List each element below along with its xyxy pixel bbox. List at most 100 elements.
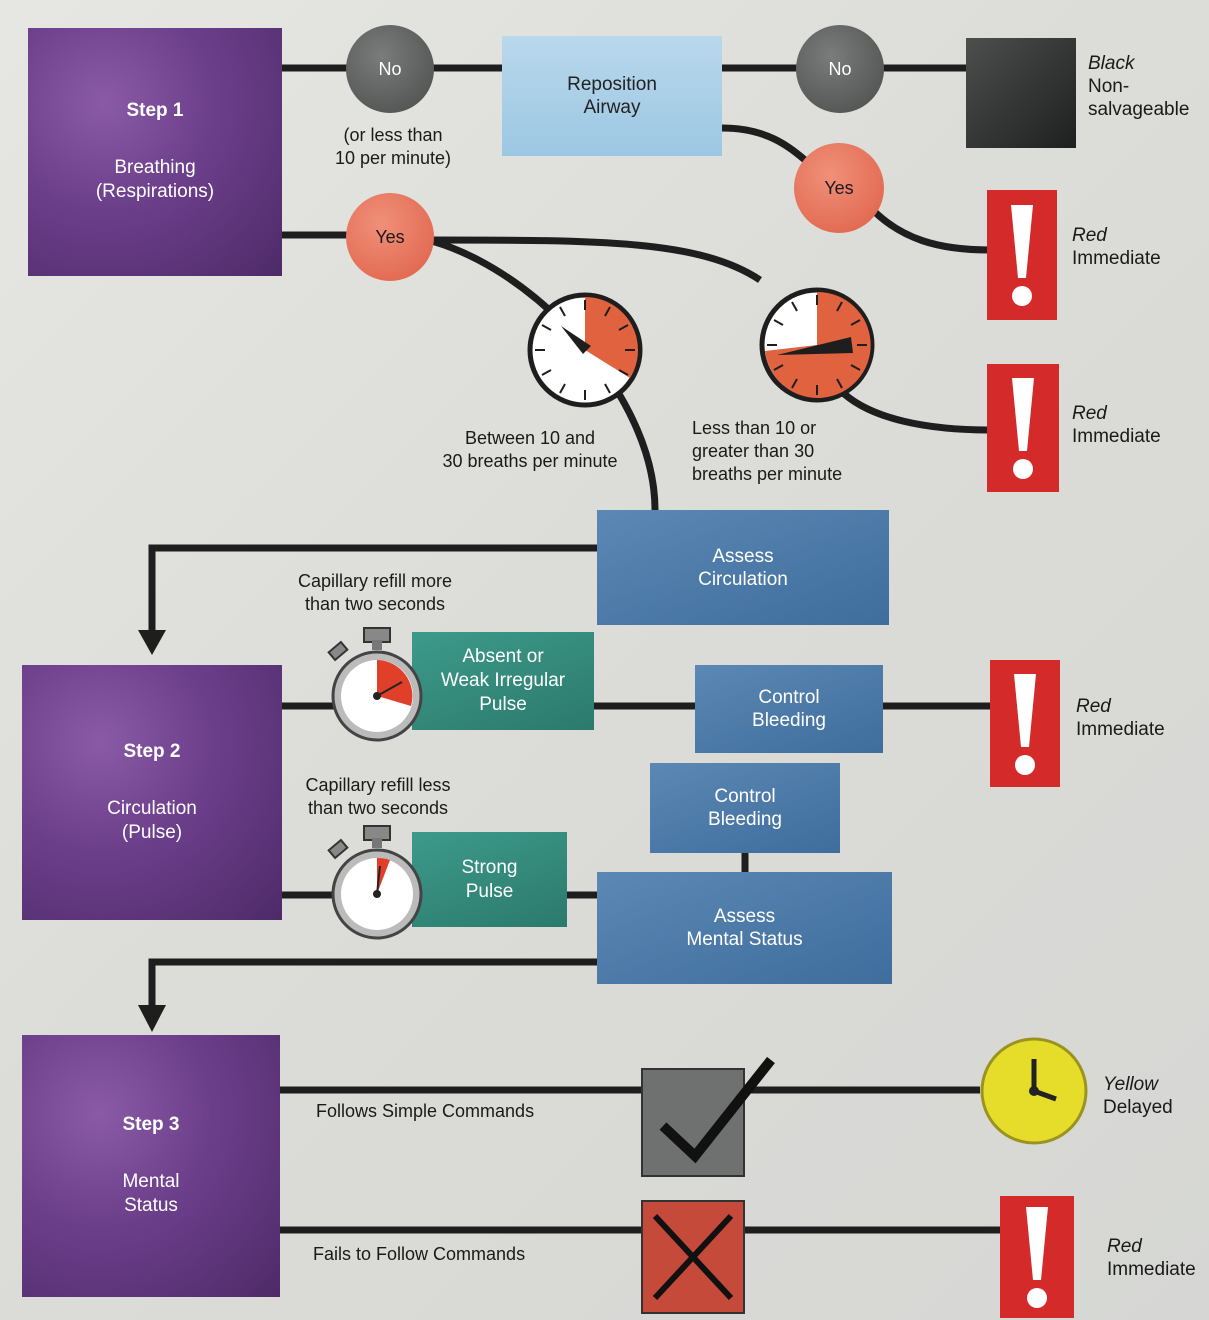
absent-line2: Weak Irregular: [440, 670, 566, 691]
step2-box: Step 2 Circulation (Pulse): [22, 665, 282, 920]
exclamation-icon: [1026, 1207, 1048, 1308]
cap-more-line1: Capillary refill more: [297, 571, 453, 591]
red-label-2-line2: Immediate: [1072, 426, 1161, 447]
assess-mental-line1: Assess: [713, 906, 776, 927]
red-tag-3: [990, 660, 1060, 787]
line-mental-step3: [148, 958, 597, 1022]
yellow-label-line2: Delayed: [1103, 1097, 1173, 1118]
cap-less-line2: than two seconds: [307, 798, 449, 818]
red-label-4-line2: Immediate: [1107, 1259, 1196, 1280]
red-label-1-line1: Red: [1072, 225, 1107, 246]
between-line2: 30 breaths per minute: [442, 451, 618, 471]
no-note-line1: (or less than: [343, 125, 443, 145]
stopwatch-icon: [327, 825, 423, 940]
red-label-3: Red Immediate: [1076, 695, 1165, 741]
absent-line3: Pulse: [479, 694, 527, 715]
step2-desc-line2: (Pulse): [121, 821, 183, 843]
yes-circle-1: Yes: [346, 193, 434, 281]
yes-circle-2-label: Yes: [824, 177, 854, 198]
line-lessgreater-red: [837, 387, 991, 434]
yes-circle-1-label: Yes: [375, 226, 405, 247]
timer-lessgreater-icon: [759, 287, 875, 403]
yellow-label: Yellow Delayed: [1103, 1073, 1173, 1119]
reposition-line2: Airway: [583, 97, 641, 118]
lessgreater-line2: greater than 30: [692, 441, 815, 461]
step2-title: Step 2: [123, 740, 181, 762]
strong-pulse-box: Strong Pulse: [412, 832, 567, 927]
between-label: Between 10 and 30 breaths per minute: [430, 427, 630, 473]
step1-desc-line1: Breathing: [114, 157, 196, 178]
line-circ-step2: [148, 544, 597, 640]
red-label-2: Red Immediate: [1072, 402, 1161, 448]
absent-line1: Absent or: [462, 646, 544, 667]
control1-line2: Bleeding: [752, 710, 826, 731]
x-box: [641, 1200, 745, 1314]
step1-box: Step 1 Breathing (Respirations): [28, 28, 282, 276]
red-label-1-line2: Immediate: [1072, 248, 1161, 269]
exclamation-icon: [1011, 205, 1033, 306]
cap-more-line2: than two seconds: [304, 594, 446, 614]
step3-desc-line2: Status: [124, 1195, 178, 1216]
red-tag-2: [987, 364, 1059, 492]
follows-label: Follows Simple Commands: [316, 1101, 535, 1121]
red-label-3-line2: Immediate: [1076, 719, 1165, 740]
line-yes-lessgreater: [429, 236, 762, 283]
exclamation-icon: [1014, 673, 1036, 775]
cap-less-label: Capillary refill less than two seconds: [283, 774, 473, 820]
absent-pulse-box: Absent or Weak Irregular Pulse: [412, 632, 594, 730]
exclamation-icon: [1012, 378, 1034, 479]
reposition-line1: Reposition: [567, 74, 657, 95]
arrow-to-step2: [138, 630, 166, 655]
check-box: [641, 1056, 775, 1177]
no-circle-1-label: No: [378, 58, 402, 79]
lessgreater-line1: Less than 10 or: [692, 418, 817, 438]
control-bleeding-1-box: Control Bleeding: [695, 665, 883, 753]
black-label-line3: salvageable: [1088, 99, 1190, 120]
cap-less-line1: Capillary refill less: [305, 775, 451, 795]
control1-line1: Control: [758, 687, 820, 708]
check-icon: [659, 1056, 775, 1164]
cap-more-label: Capillary refill more than two seconds: [280, 570, 470, 616]
no-circle-2: No: [796, 25, 884, 113]
black-label-line2: Non-: [1088, 76, 1130, 97]
x-icon: [652, 1213, 734, 1301]
strong-line1: Strong: [461, 856, 518, 878]
step3-title: Step 3: [122, 1114, 180, 1135]
no-note: (or less than 10 per minute): [318, 124, 468, 170]
lessgreater-line3: breaths per minute: [692, 464, 843, 484]
line-yes-red: [865, 202, 991, 254]
red-label-4: Red Immediate: [1107, 1235, 1196, 1281]
assess-circ-line2: Circulation: [698, 568, 788, 590]
assess-mental-line2: Mental Status: [686, 929, 803, 950]
step1-desc-line2: (Respirations): [95, 181, 215, 202]
black-label: Black Non- salvageable: [1088, 52, 1189, 121]
step3-desc-line1: Mental: [122, 1171, 180, 1192]
strong-line2: Pulse: [465, 880, 514, 902]
clock-icon: [980, 1037, 1088, 1145]
assess-circulation-box: Assess Circulation: [597, 510, 889, 625]
between-line1: Between 10 and: [464, 428, 596, 448]
no-note-line2: 10 per minute): [334, 148, 452, 168]
reposition-airway-box: Reposition Airway: [502, 36, 722, 156]
yellow-label-line1: Yellow: [1103, 1074, 1158, 1095]
black-label-line1: Black: [1088, 53, 1135, 74]
assess-circ-line1: Assess: [712, 545, 774, 567]
step2-desc-line1: Circulation: [107, 797, 197, 819]
lessgreater-label: Less than 10 or greater than 30 breaths …: [692, 417, 892, 486]
no-circle-1: No: [346, 25, 434, 113]
control2-line1: Control: [714, 786, 776, 807]
step3-box: Step 3 Mental Status: [22, 1035, 280, 1297]
red-label-4-line1: Red: [1107, 1236, 1142, 1257]
stopwatch-icon: [327, 627, 423, 742]
timer-between-icon: [527, 292, 643, 408]
no-circle-2-label: No: [828, 58, 852, 79]
yes-circle-2: Yes: [794, 143, 884, 233]
red-label-2-line1: Red: [1072, 403, 1107, 424]
arrow-to-step3: [138, 1005, 166, 1032]
step1-title: Step 1: [126, 100, 184, 121]
red-tag-1: [987, 190, 1057, 320]
red-label-3-line1: Red: [1076, 696, 1111, 717]
fails-label: Fails to Follow Commands: [313, 1244, 526, 1264]
black-tag: [966, 38, 1076, 148]
